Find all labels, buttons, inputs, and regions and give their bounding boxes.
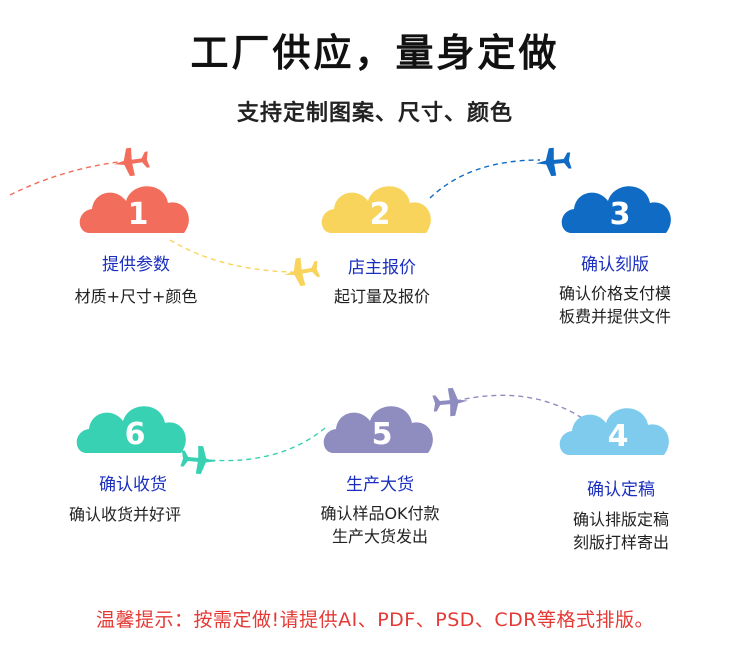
cloud-icon: 4 bbox=[559, 408, 669, 455]
step-1-number: 1 bbox=[128, 197, 149, 232]
step-6-desc: 确认收货并好评 bbox=[25, 503, 225, 526]
step-3-desc: 确认价格支付模 板费并提供文件 bbox=[515, 282, 715, 328]
airplane-icon bbox=[431, 386, 470, 418]
step-5-title: 生产大货 bbox=[346, 475, 414, 495]
step-3-desc-line: 板费并提供文件 bbox=[558, 307, 671, 326]
step-4-desc-line: 刻版打样寄出 bbox=[572, 533, 669, 552]
step-1-title: 提供参数 bbox=[102, 255, 170, 275]
step-6-title: 确认收货 bbox=[99, 475, 167, 495]
airplane-icon bbox=[534, 146, 573, 178]
step-6-desc-line: 确认收货并好评 bbox=[68, 505, 181, 524]
airplane-icon bbox=[112, 145, 151, 179]
cloud-icon: 6 bbox=[76, 406, 186, 453]
connector-1-2 bbox=[169, 239, 293, 273]
connector-2-3 bbox=[429, 159, 541, 199]
connector-4-5 bbox=[459, 394, 583, 419]
step-6-number: 6 bbox=[125, 417, 146, 452]
cloud-icon: 5 bbox=[323, 406, 433, 453]
connector-start bbox=[9, 161, 119, 196]
step-4-title: 确认定稿 bbox=[587, 480, 655, 500]
step-3-desc-line: 确认价格支付模 bbox=[558, 284, 671, 303]
cloud-icon: 2 bbox=[321, 186, 431, 233]
step-2-number: 2 bbox=[370, 197, 391, 232]
cloud-icon: 1 bbox=[79, 186, 189, 233]
step-3-number: 3 bbox=[610, 197, 631, 232]
step-3-title: 确认刻版 bbox=[581, 255, 649, 275]
step-5-desc-line: 确认样品OK付款 bbox=[320, 504, 440, 523]
step-2-desc-line: 起订量及报价 bbox=[333, 287, 430, 306]
step-4-number: 4 bbox=[608, 419, 629, 454]
step-2-desc: 起订量及报价 bbox=[282, 285, 482, 308]
step-1-desc: 材质+尺寸+颜色 bbox=[36, 285, 236, 308]
page-title: 工厂供应，量身定做 bbox=[190, 31, 560, 75]
cloud-icon: 3 bbox=[561, 186, 671, 233]
page-subtitle: 支持定制图案、尺寸、颜色 bbox=[236, 101, 513, 126]
step-5-desc-line: 生产大货发出 bbox=[331, 527, 428, 546]
connector-5-6 bbox=[207, 427, 326, 462]
step-4-desc: 确认排版定稿 刻版打样寄出 bbox=[521, 508, 721, 554]
step-5-desc: 确认样品OK付款 生产大货发出 bbox=[280, 502, 480, 548]
step-5-number: 5 bbox=[372, 417, 393, 452]
notice-text: 温馨提示：按需定做!请提供AI、PDF、PSD、CDR等格式排版。 bbox=[96, 609, 654, 631]
step-2-title: 店主报价 bbox=[348, 258, 416, 278]
step-1-desc-line: 材质+尺寸+颜色 bbox=[74, 287, 198, 306]
step-4-desc-line: 确认排版定稿 bbox=[572, 510, 669, 529]
